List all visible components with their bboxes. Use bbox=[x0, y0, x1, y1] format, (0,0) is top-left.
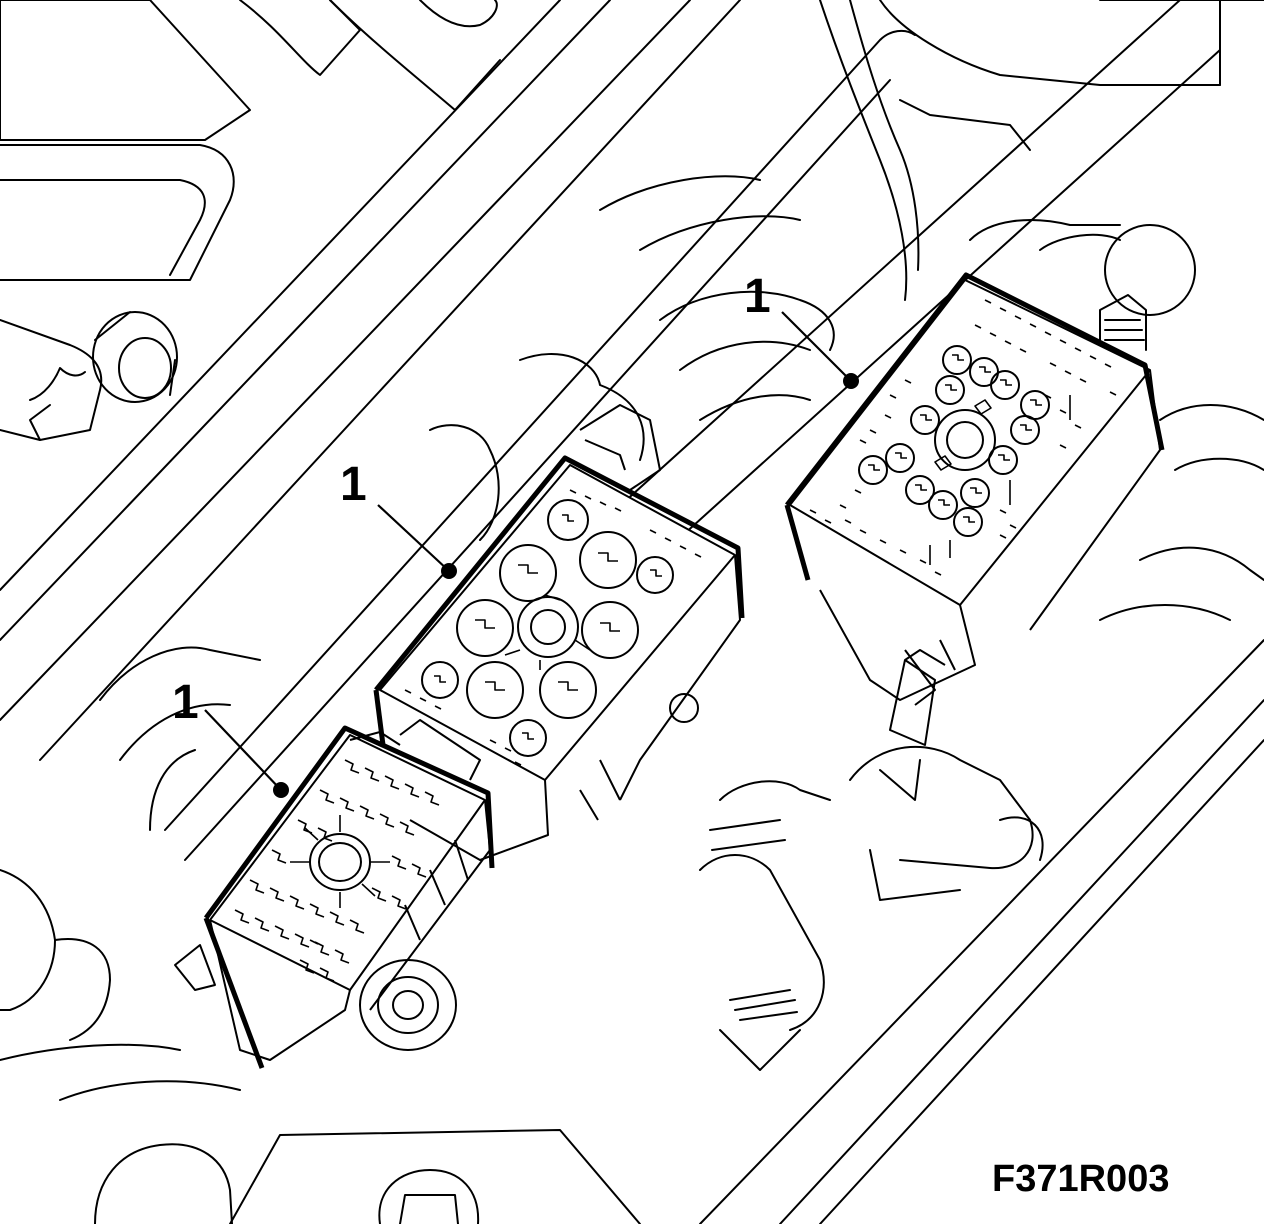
callout-dot-connector-c bbox=[843, 373, 859, 389]
figure-id: F371R003 bbox=[992, 1158, 1170, 1200]
callout-label-connector-b: 1 bbox=[340, 458, 367, 511]
callout-leader-connector-b bbox=[377, 504, 450, 572]
callout-leader-connector-c bbox=[781, 311, 852, 382]
callout-dot-connector-b bbox=[441, 563, 457, 579]
callout-label-connector-c: 1 bbox=[744, 270, 771, 323]
connector-c bbox=[784, 272, 1165, 746]
callout-dots bbox=[273, 373, 859, 798]
callout-leader-connector-a bbox=[204, 709, 282, 791]
callout-label-connector-a: 1 bbox=[172, 676, 199, 729]
connector-a bbox=[174, 725, 495, 1069]
callout-dot-connector-a bbox=[273, 782, 289, 798]
callout-leaders bbox=[204, 311, 852, 791]
connector-b bbox=[373, 404, 745, 861]
